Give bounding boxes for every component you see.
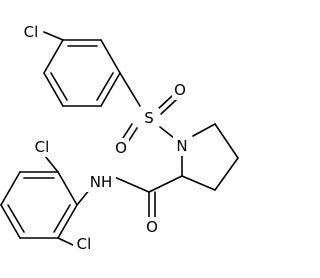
atom-oxygen-carbonyl-label: O — [146, 218, 158, 236]
atom-oxygen-sulfonyl-left-label: O — [115, 139, 127, 157]
bond-ring2-double-3 — [53, 204, 71, 233]
bond-s-o-upper-2 — [160, 99, 177, 115]
bond-pyr-1 — [192, 123, 216, 137]
bond-ring-s — [119, 72, 141, 107]
bond-s-o-upper-1 — [156, 95, 173, 111]
bond-ring2-double-2 — [7, 204, 25, 233]
atom-chlorine-ortho-upper: Cl — [31, 137, 53, 157]
atom-oxygen-sulfonyl-left: O — [113, 138, 129, 158]
bond-s-o-lower-1 — [127, 127, 138, 143]
bond-pyr-2 — [214, 123, 239, 159]
atom-chlorine-ortho-lower-label: Cl — [77, 235, 92, 253]
atom-sulfur-label: S — [144, 109, 154, 127]
bond-ring1-double-2 — [96, 72, 114, 101]
bond-cl-ring — [43, 31, 64, 41]
bond-ring1-double-3 — [50, 72, 68, 101]
atom-oxygen-sulfonyl-right: O — [172, 80, 188, 100]
atom-label-layer: Cl S O O N NH Cl Cl — [21, 22, 191, 254]
bond-ring1-e — [43, 72, 64, 107]
atom-chlorine-top-label: Cl — [24, 23, 39, 41]
atom-chlorine-ortho-upper-label: Cl — [35, 138, 50, 156]
atom-nitrogen-pyrrolidine-label: N — [176, 137, 187, 155]
bond-pyr-3 — [214, 157, 239, 191]
molecule-structure-diagram: Cl S O O N NH Cl Cl — [0, 22, 239, 254]
bond-ring1-c — [100, 72, 121, 107]
bond-carbonyl-nh — [111, 175, 150, 193]
bond-ring1-f — [43, 39, 64, 74]
bond-pyr-4 — [181, 175, 216, 191]
bond-ring2-f — [57, 204, 78, 239]
atom-sulfur: S — [139, 108, 159, 128]
bond-ring2-c — [0, 171, 21, 206]
bond-ring1-b — [100, 39, 121, 74]
atom-chlorine-ortho-lower: Cl — [73, 234, 95, 254]
bond-ring2-d — [0, 204, 21, 239]
bond-s-o-lower-2 — [122, 123, 133, 139]
bond-ring2-cl-lower — [57, 237, 74, 246]
atom-chlorine-top: Cl — [21, 22, 43, 42]
bond-s-n — [159, 126, 175, 139]
bond-ring2-a — [57, 171, 78, 206]
atom-amide-nh: NH — [86, 172, 116, 192]
atom-amide-nh-label: NH — [90, 173, 113, 191]
atom-nitrogen-pyrrolidine: N — [173, 136, 191, 156]
bond-layer — [0, 31, 239, 246]
bond-c2-carbonyl — [148, 175, 183, 193]
bond-ring2-cl-upper — [44, 155, 59, 173]
atom-oxygen-carbonyl: O — [144, 217, 160, 237]
atom-oxygen-sulfonyl-right-label: O — [174, 81, 186, 99]
